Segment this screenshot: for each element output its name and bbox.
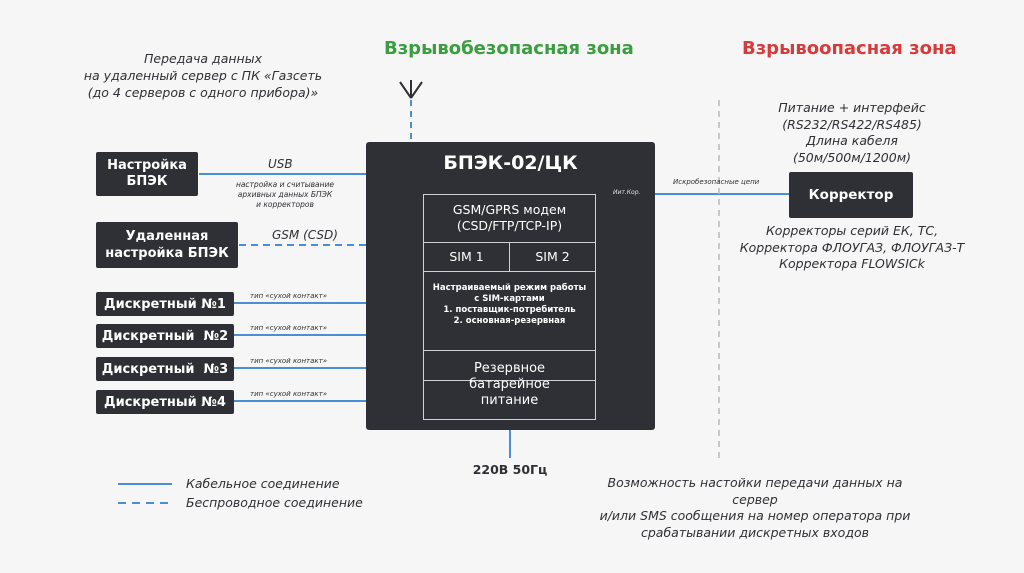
power-interface-note: Питание + интерфейс (RS232/RS422/RS485) … [778, 100, 926, 165]
legend-wireless-label: Беспроводное соединение [186, 495, 363, 510]
sim-row: SIM 1 SIM 2 [424, 242, 595, 272]
intrinsic-link-label: Искробезопасные цепи [673, 178, 760, 186]
power-label: 220В 50Гц [472, 462, 548, 477]
main-unit: БПЭК-02/ЦК Иит.Кор. GSM/GPRS модем (CSD/… [366, 142, 655, 430]
battery-block: Резервное батарейное питание [423, 350, 596, 420]
discrete-4-box: Дискретный №4 [96, 390, 234, 414]
setup-box: Настройка БПЭК [96, 152, 198, 196]
sim2-slot: SIM 2 [535, 249, 570, 264]
sim1-slot: SIM 1 [424, 243, 510, 271]
hazard-zone-heading: Взрывоопасная зона [742, 38, 957, 59]
modem-label: GSM/GPRS модем (CSD/FTP/TCP-IP) [452, 202, 567, 233]
dry-contact-label-3: тип «сухой контакт» [250, 357, 328, 365]
sim-mode-note: Настраиваемый режим работы с SIM-картами… [432, 283, 587, 326]
safe-zone-heading: Взрывобезопасная зона [384, 38, 634, 59]
discrete-1-box: Дискретный №1 [96, 292, 234, 316]
modem-block: GSM/GPRS модем (CSD/FTP/TCP-IP) SIM 1 SI… [423, 194, 596, 381]
corrector-box: Корректор [789, 172, 913, 218]
antenna-icon [399, 80, 423, 99]
main-unit-title: БПЭК-02/ЦК [443, 152, 578, 174]
discrete-2-box: Дискретный №2 [96, 324, 234, 348]
usb-note: настройка и считывание архивных данных Б… [235, 180, 335, 209]
dry-contact-label-2: тип «сухой контакт» [250, 324, 328, 332]
discrete-3-box: Дискретный №3 [96, 357, 234, 381]
legend-cable-label: Кабельное соединение [186, 476, 340, 491]
remote-setup-box: Удаленная настройка БПЭК [96, 222, 238, 268]
dry-contact-label-1: тип «сухой контакт» [250, 292, 328, 300]
server-transfer-note: Передача данных на удаленный сервер с ПК… [83, 51, 323, 100]
dry-contact-label-4: тип «сухой контакт» [250, 390, 328, 398]
intrinsic-port-label: Иит.Кор. [613, 189, 641, 196]
gsm-label: GSM (CSD) [272, 228, 338, 242]
corrector-types-note: Корректоры серий ЕК, ТС, Корректора ФЛОУ… [739, 223, 965, 271]
usb-label: USB [268, 157, 293, 171]
discrete-trigger-note: Возможность настойки передачи данных на … [599, 475, 911, 540]
